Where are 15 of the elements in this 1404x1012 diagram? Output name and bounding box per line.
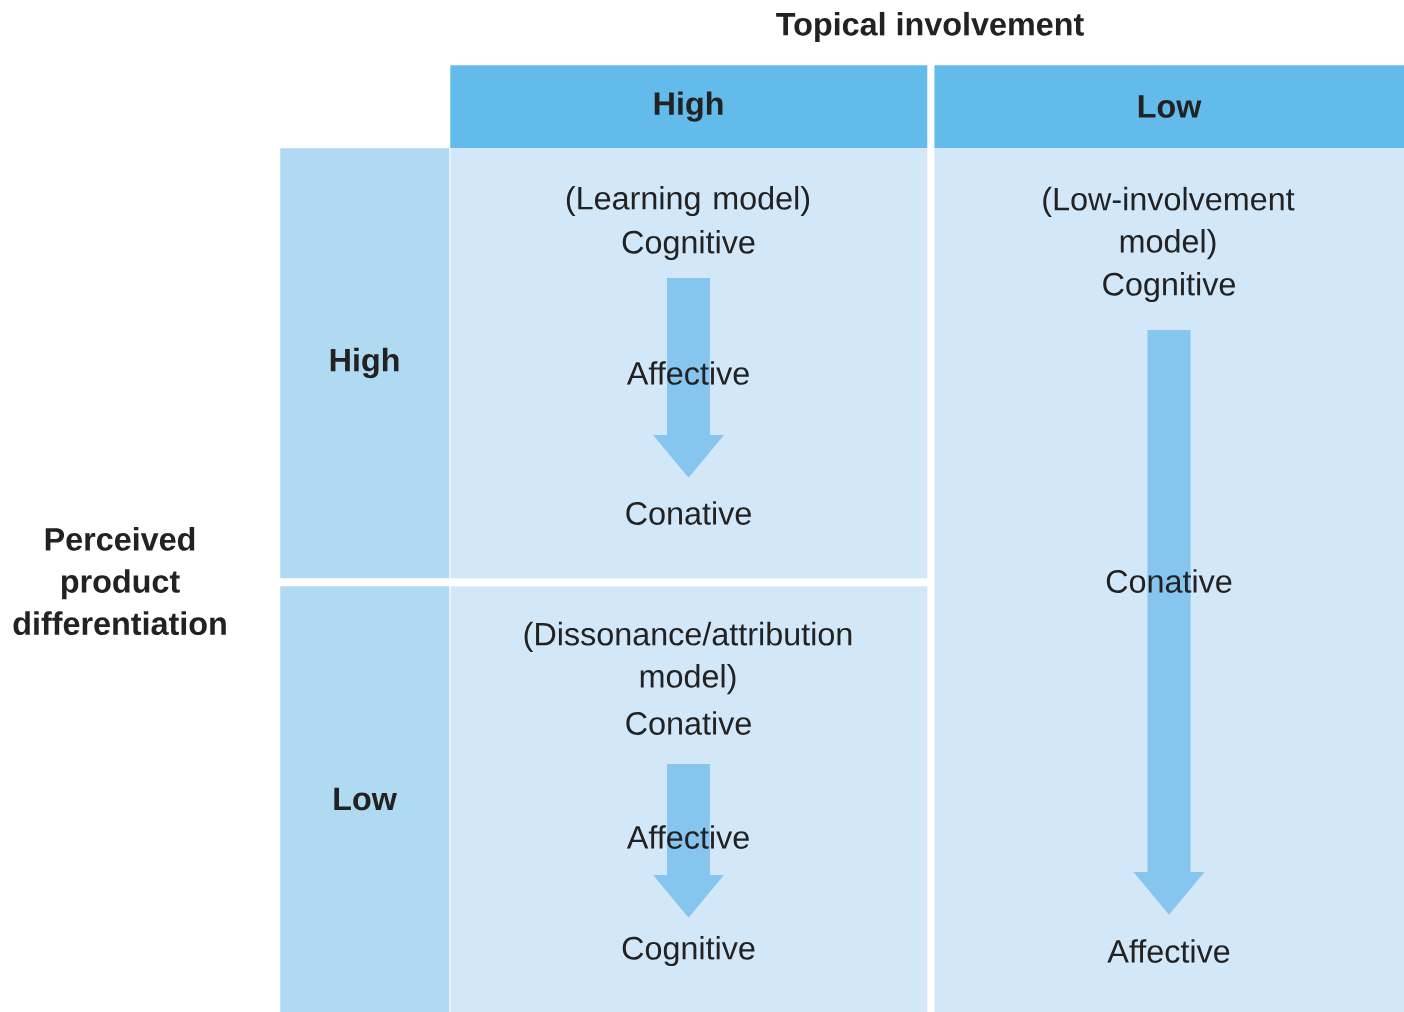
stage-text: Affective bbox=[1107, 939, 1230, 963]
stage-text: Cognitive bbox=[622, 935, 755, 967]
stage-text: Conative bbox=[626, 711, 751, 735]
column-header: High bbox=[450, 65, 928, 149]
axis-heading: Topical involvement bbox=[776, 11, 1084, 43]
row-header: High bbox=[280, 148, 450, 579]
stage-text: Conative bbox=[1106, 569, 1232, 593]
stage-text: Conative bbox=[626, 501, 751, 525]
column-header: Low bbox=[934, 65, 1404, 149]
axis-heading: Perceived product differentiation bbox=[13, 526, 226, 636]
row-header: Low bbox=[280, 586, 450, 1012]
stage-text: Cognitive bbox=[1103, 271, 1235, 303]
stage-text: Affective bbox=[626, 361, 749, 385]
stage-text: Affective bbox=[626, 825, 749, 849]
stage-text: Cognitive bbox=[622, 229, 755, 261]
